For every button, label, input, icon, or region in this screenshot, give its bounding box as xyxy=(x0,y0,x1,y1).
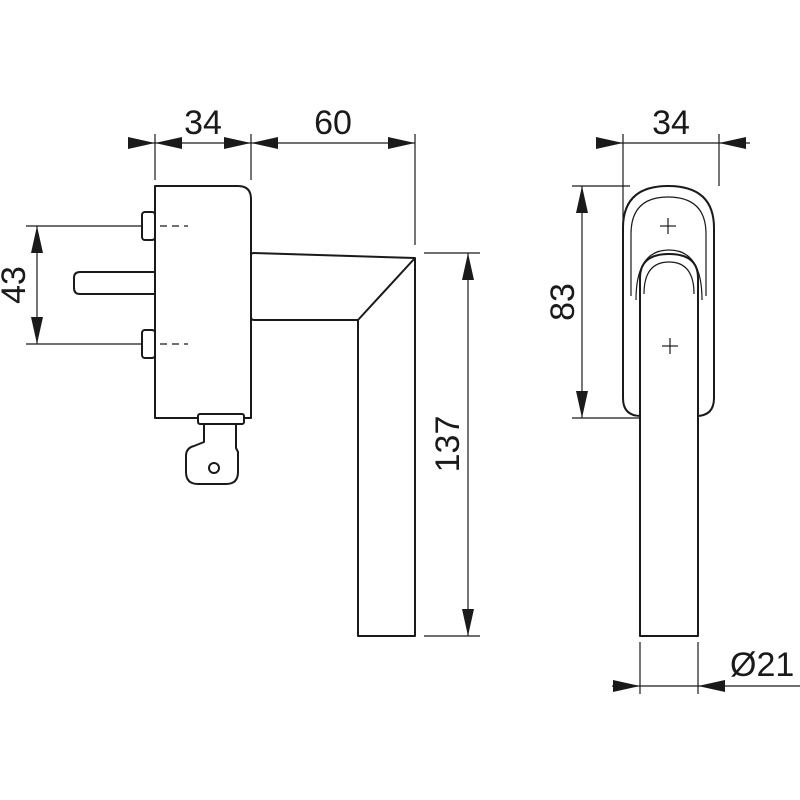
front-grip xyxy=(639,253,699,637)
dim-front-top: 34 xyxy=(596,104,750,230)
front-collar xyxy=(635,249,703,301)
lock-key xyxy=(185,423,239,485)
lever-bend-edge xyxy=(357,257,416,321)
front-rosette-inner-rim xyxy=(630,196,707,296)
square-spindle xyxy=(73,271,156,295)
screw-mark-top xyxy=(660,218,676,234)
fixing-screw-bottom xyxy=(141,329,156,359)
key-hole xyxy=(208,462,220,474)
dim-side-right: 137 xyxy=(424,252,480,637)
dim-label-lever-reach: 60 xyxy=(314,104,352,142)
lock-cylinder xyxy=(197,413,245,425)
dim-label-rosette-height: 83 xyxy=(544,283,582,321)
dim-side-left: 43 xyxy=(0,225,142,345)
dim-label-body-width: 34 xyxy=(184,104,222,142)
side-handle-lever xyxy=(250,252,416,637)
side-view xyxy=(73,185,416,637)
front-collar-inner xyxy=(643,261,695,295)
dim-label-total-height: 137 xyxy=(429,416,467,473)
front-view xyxy=(622,185,715,637)
screw-mark-bottom xyxy=(662,338,678,354)
side-base-body xyxy=(154,185,252,419)
fixing-screw-top xyxy=(141,211,156,241)
dim-label-grip-diameter: Ø21 xyxy=(730,646,794,684)
dim-front-left: 83 xyxy=(544,185,640,419)
dim-label-front-width: 34 xyxy=(652,104,690,142)
dim-front-bottom: Ø21 xyxy=(612,642,800,694)
dim-side-top: 34 60 xyxy=(128,104,416,245)
dim-label-spindle-spacing: 43 xyxy=(0,266,33,304)
